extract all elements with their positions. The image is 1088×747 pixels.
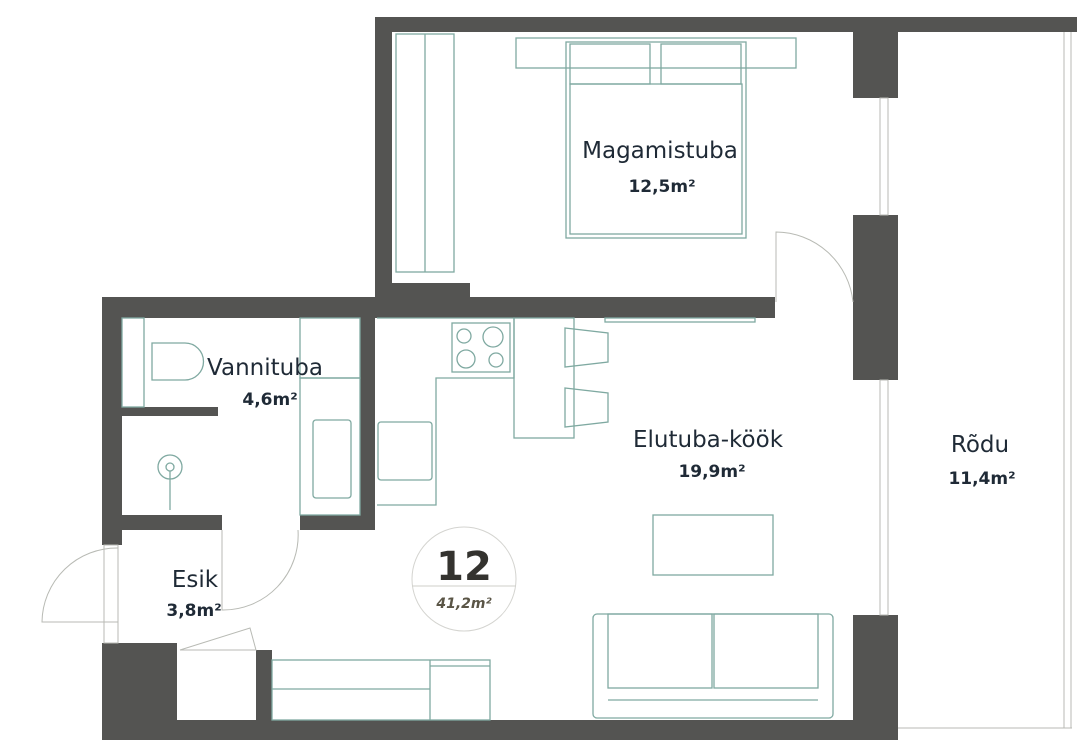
unit-number: 12 (436, 544, 492, 590)
unit-area: 41,2m² (435, 596, 492, 612)
room-name: Esik (172, 567, 219, 593)
bathroom-fixtures (121, 317, 361, 516)
room-esik: Esik 3,8m² (166, 567, 221, 621)
room-area: 19,9m² (678, 462, 745, 482)
room-elutuba-kook: Elutuba-köök 19,9m² (633, 427, 784, 482)
entrance-door[interactable] (41, 547, 119, 623)
cooktop-icon (451, 322, 511, 373)
bathroom-door[interactable] (221, 529, 299, 611)
sofa (592, 613, 834, 719)
closet-door[interactable] (179, 627, 257, 651)
kitchen (377, 317, 756, 506)
room-name: Rõdu (951, 432, 1009, 458)
room-area: 11,4m² (948, 469, 1015, 489)
coffee-table (652, 514, 774, 576)
room-vannituba: Vannituba 4,6m² (207, 355, 323, 410)
toilet-icon (151, 342, 205, 381)
room-area: 12,5m² (628, 177, 695, 197)
room-area: 4,6m² (242, 390, 297, 410)
kitchen-sink-icon (377, 421, 433, 481)
room-name: Elutuba-köök (633, 427, 784, 453)
walls (102, 17, 1077, 740)
room-name: Vannituba (207, 355, 323, 381)
unit-badge: 12 41,2m² (411, 526, 517, 632)
hall-wardrobe (271, 659, 491, 721)
room-rodu: Rõdu 11,4m² (948, 432, 1015, 489)
bed (515, 37, 797, 239)
bedroom-door[interactable] (775, 231, 854, 303)
balcony-railing (898, 32, 1072, 729)
room-magamistuba: Magamistuba 12,5m² (582, 138, 738, 197)
wardrobe-bedroom (395, 33, 455, 273)
room-name: Magamistuba (582, 138, 738, 164)
windows (103, 97, 889, 644)
bar-counter (513, 317, 575, 439)
room-area: 3,8m² (166, 601, 221, 621)
